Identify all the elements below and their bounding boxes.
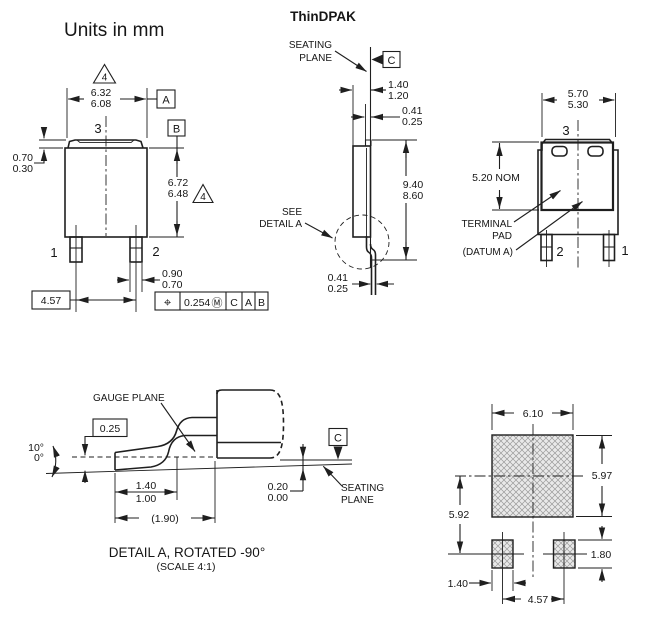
dim-tab-height-min: 0.30 [13, 163, 34, 175]
terminal-pad-label: TERMINAL [461, 219, 512, 230]
dim-body-width-max: 6.32 [91, 87, 112, 99]
dim-tab-width-min: 5.30 [568, 99, 589, 111]
datum-b-label: B [173, 124, 180, 136]
dim-pad-height: 5.20 NOM [472, 172, 520, 184]
back-pin-3-label: 3 [562, 123, 569, 138]
datum-c-box [382, 50, 401, 69]
seating-plane-label: PLANE [341, 495, 374, 506]
dim-overall-height-max: 9.40 [403, 179, 424, 191]
front-pin-2-label: 2 [152, 244, 159, 259]
note-triangle-icon [92, 63, 117, 84]
dim-standoff-max: 0.20 [268, 481, 289, 493]
note-triangle-icon [192, 183, 214, 204]
datum-a-label: A [162, 95, 170, 107]
dim-small-pad-width: 1.40 [448, 578, 469, 590]
angle-min: 0° [34, 452, 44, 464]
note-triangle-number: 4 [200, 192, 206, 203]
dim-body-height-min: 6.48 [168, 188, 189, 200]
dim-gauge-offset-box [92, 418, 128, 438]
tab-hole-left [551, 145, 568, 157]
angle-arc [51, 445, 60, 478]
dim-lead-width-max: 0.90 [162, 268, 183, 280]
dim-foot-length-max: 1.40 [136, 480, 157, 492]
dim-foot-length-min: 1.00 [136, 493, 157, 505]
back-pin-2-label: 2 [556, 244, 563, 259]
front-pin-1-label: 1 [50, 245, 57, 260]
side-lead-bend [369, 243, 377, 295]
detail-a-scale-note: (SCALE 4:1) [157, 561, 216, 573]
gauge-plane-label: GAUGE PLANE [93, 393, 165, 404]
dim-tab-thickness-min: 0.25 [402, 116, 423, 128]
tolerance-datum-2: A [245, 297, 252, 309]
detail-a-circle [334, 214, 390, 270]
terminal-pad-label: PAD [492, 231, 512, 242]
dim-lead-pitch: 4.57 [41, 295, 62, 307]
lead-foot-top [114, 416, 217, 454]
seating-plane-label: SEATING [289, 40, 332, 51]
front-tab-outline [67, 139, 144, 149]
side-lead-bend [365, 236, 373, 295]
detail-a-view: GAUGE PLANE 0.25 10° 0° 1.40 1.00 (1.90)… [28, 389, 384, 573]
dim-gauge-offset: 0.25 [100, 423, 121, 435]
dim-body-height-max: 6.72 [168, 177, 189, 189]
dim-standoff-min: 0.00 [268, 492, 289, 504]
datum-a-box [156, 89, 176, 109]
angle-max: 10° [28, 442, 44, 454]
dim-ref-length: (1.90) [151, 513, 178, 525]
dim-body-thickness-max: 1.40 [388, 79, 409, 91]
dim-lead-thickness-min: 0.25 [328, 283, 349, 295]
dim-pad-width: 6.10 [523, 408, 544, 420]
front-tab-inner-step [76, 139, 135, 144]
page-title: ThinDPAK [290, 9, 356, 24]
tab-hole-right [587, 145, 604, 157]
mmc-modifier-icon: Ⓜ [212, 297, 223, 310]
side-body [352, 145, 372, 238]
tolerance-frame: ⌖ 0.254 Ⓜ C A B [154, 291, 269, 311]
seating-plane-label: SEATING [341, 483, 384, 494]
pad-layout-view: 6.10 5.97 5.92 1.80 1.40 4.57 [448, 404, 613, 606]
front-view: 1 2 3 6.32 6.08 A 4 B 6.72 6.48 4 [13, 63, 269, 312]
dim-lead-width-min: 0.70 [162, 279, 183, 291]
dim-body-width-min: 6.08 [91, 98, 112, 110]
side-view: SEATING PLANE C 1.40 1.20 0.41 0.25 9.40… [259, 40, 423, 295]
dim-tab-height-max: 0.70 [13, 152, 34, 164]
see-detail-label: DETAIL A [259, 219, 302, 230]
dim-small-pad-height: 1.80 [591, 549, 612, 561]
detail-a-caption: DETAIL A, ROTATED -90° [109, 545, 265, 560]
dim-tab-width-max: 5.70 [568, 88, 589, 100]
back-pin-1-label: 1 [621, 243, 628, 258]
max-angle-line [45, 463, 353, 474]
datum-c-arrow-icon [371, 54, 383, 65]
see-detail-label: SEE [282, 207, 302, 218]
front-body [64, 147, 148, 238]
front-pin-3-label: 3 [94, 121, 101, 136]
position-tolerance-icon: ⌖ [164, 295, 172, 310]
note-triangle-number: 4 [102, 73, 108, 84]
dim-pad-height: 5.97 [592, 470, 613, 482]
seating-plane-label: PLANE [299, 53, 332, 64]
datum-c-label: C [388, 55, 396, 67]
datum-c-label: C [334, 433, 342, 445]
dim-overall-height-min: 8.60 [403, 190, 424, 202]
dim-small-pad-pitch: 4.57 [528, 594, 549, 606]
datum-c-arrow-icon [333, 446, 343, 460]
tolerance-datum-1: C [230, 297, 238, 309]
side-tab-notch [364, 139, 372, 146]
tolerance-datum-3: B [258, 297, 265, 309]
back-view: 5.70 5.30 3 5.20 NOM TERMINAL PAD (DATUM… [461, 88, 629, 268]
dim-body-thickness-min: 1.20 [388, 90, 409, 102]
datum-c-box [328, 427, 348, 447]
lead-foot-bottom [114, 434, 217, 471]
tolerance-value: 0.254 [184, 297, 210, 309]
dim-lead-thickness-max: 0.41 [328, 272, 349, 284]
dim-center-offset: 5.92 [449, 509, 470, 521]
detail-body-break-line [269, 389, 285, 459]
units-note: Units in mm [64, 20, 164, 41]
dim-tab-thickness-max: 0.41 [402, 105, 423, 117]
datum-a-note: (DATUM A) [463, 247, 513, 258]
